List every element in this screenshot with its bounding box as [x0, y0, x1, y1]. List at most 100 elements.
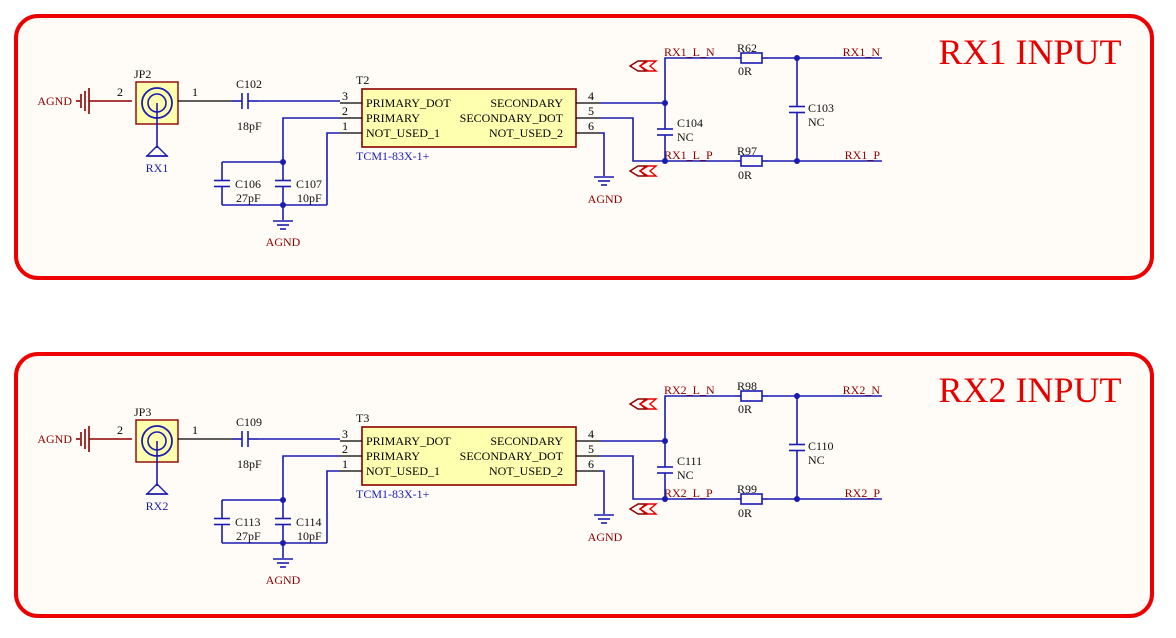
- pin-number: 1: [342, 119, 348, 133]
- resistor: [735, 390, 768, 402]
- ground-label: AGND: [588, 192, 623, 206]
- capacitor: [275, 500, 291, 543]
- cap-value: 27pF: [236, 529, 261, 543]
- cap-value: NC: [808, 453, 825, 467]
- wire: [282, 117, 340, 162]
- transformer-part: TCM1-83X-1+: [356, 149, 430, 163]
- rx-port-label: RX1: [146, 161, 169, 175]
- net-label: RX2_L_P: [664, 486, 713, 500]
- cap-ref: C106: [235, 177, 261, 191]
- cap-ref: C103: [808, 101, 834, 115]
- capacitor: [657, 441, 673, 499]
- pin-number: 2: [117, 423, 123, 437]
- pin-number: 2: [342, 442, 348, 456]
- net-label: RX1_L_P: [664, 148, 713, 162]
- sheet-frame: [14, 352, 1154, 618]
- resistor-ref: R62: [737, 41, 757, 55]
- pin-number: 2: [117, 85, 123, 99]
- resistor-ref: R97: [737, 144, 757, 158]
- resistor-value: 0R: [738, 64, 752, 78]
- cap-value: 18pF: [237, 119, 262, 133]
- resistor: [735, 493, 768, 505]
- wire: [664, 395, 735, 441]
- output-net-label: RX2_N: [843, 383, 881, 397]
- offsheet-connector: [628, 60, 658, 72]
- resistor-ref: R98: [737, 379, 757, 393]
- pin-name: SECONDARY_DOT: [460, 111, 564, 125]
- offsheet-connector: [628, 398, 658, 410]
- output-net-label: RX1_N: [843, 45, 881, 59]
- wire: [600, 455, 735, 500]
- cap-ref: C102: [236, 77, 262, 91]
- pin-name: SECONDARY_DOT: [460, 449, 564, 463]
- cap-ref: C107: [296, 177, 322, 191]
- ground-symbol: [594, 514, 614, 524]
- cap-value: NC: [808, 115, 825, 129]
- pin-number: 6: [588, 457, 594, 471]
- cap-value: 18pF: [237, 457, 262, 471]
- capacitor: [789, 58, 805, 161]
- transformer-part: TCM1-83X-1+: [356, 487, 430, 501]
- resistor-value: 0R: [738, 168, 752, 182]
- pin-name: NOT_USED_2: [489, 126, 563, 140]
- pin-number: 4: [588, 89, 594, 103]
- cap-ref: C109: [236, 415, 262, 429]
- capacitor: [232, 431, 258, 447]
- wire: [326, 470, 340, 543]
- wire: [600, 470, 605, 514]
- wire: [326, 132, 340, 205]
- cap-value: 27pF: [236, 191, 261, 205]
- resistor-value: 0R: [738, 402, 752, 416]
- capacitor: [789, 396, 805, 499]
- cap-value: NC: [677, 468, 694, 482]
- wire: [664, 57, 735, 103]
- wire: [600, 132, 605, 176]
- ground-symbol: [273, 558, 293, 568]
- pin-number: 3: [342, 89, 348, 103]
- capacitor: [275, 162, 291, 205]
- cap-value: 10pF: [297, 529, 322, 543]
- capacitor: [214, 162, 230, 205]
- resistor-value: 0R: [738, 506, 752, 520]
- cap-ref: C110: [808, 439, 834, 453]
- capacitor: [214, 500, 230, 543]
- resistor-ref: R99: [737, 482, 757, 496]
- cap-ref: C113: [235, 515, 261, 529]
- capacitor: [657, 103, 673, 161]
- ground-label: AGND: [266, 573, 301, 587]
- net-label: RX2_L_N: [664, 383, 715, 397]
- pin-number: 6: [588, 119, 594, 133]
- agnd-port-label: AGND: [37, 94, 72, 108]
- pin-name: SECONDARY: [490, 434, 563, 448]
- pin-name: SECONDARY: [490, 96, 563, 110]
- pin-number: 1: [192, 423, 198, 437]
- block-title: RX1 INPUT: [938, 32, 1121, 72]
- pin-name: PRIMARY: [366, 111, 420, 125]
- pin-name: NOT_USED_1: [366, 126, 440, 140]
- pin-name: PRIMARY: [366, 449, 420, 463]
- ground-symbol: [273, 220, 293, 230]
- transformer-ref: T2: [356, 73, 369, 87]
- pin-number: 1: [192, 85, 198, 99]
- transformer-body: [361, 88, 577, 148]
- cap-ref: C111: [677, 454, 702, 468]
- connector-ref: JP3: [134, 405, 151, 419]
- ground-symbol: [594, 176, 614, 186]
- transformer-ref: T3: [356, 411, 369, 425]
- cap-ref: C104: [677, 116, 703, 130]
- pin-name: PRIMARY_DOT: [366, 434, 451, 448]
- pin-name: NOT_USED_2: [489, 464, 563, 478]
- connector-chevron: [638, 60, 658, 72]
- pin-number: 4: [588, 427, 594, 441]
- cap-ref: C114: [296, 515, 322, 529]
- net-label: RX1_L_N: [664, 45, 715, 59]
- pin-number: 3: [342, 427, 348, 441]
- ground-label: AGND: [266, 235, 301, 249]
- pin-name: PRIMARY_DOT: [366, 96, 451, 110]
- output-net-label: RX1_P: [845, 148, 881, 162]
- pin-number: 2: [342, 104, 348, 118]
- connector-ref: JP2: [134, 67, 151, 81]
- agnd-port-label: AGND: [37, 432, 72, 446]
